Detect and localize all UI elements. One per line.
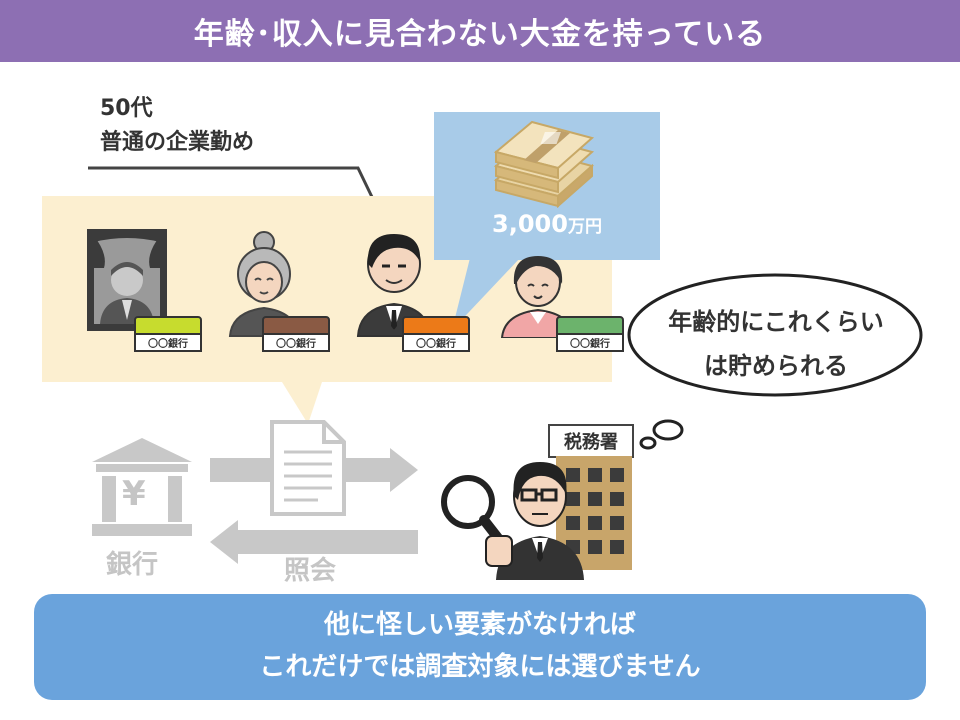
tax-investigator-icon [441,462,584,580]
bank-passbook: 〇〇銀行 [402,316,470,352]
passbook-icon [262,316,330,352]
money-amount-unit: 万円 [567,217,602,237]
passbook-icon [134,316,202,352]
thought-bubble [627,273,923,397]
yen-symbol: ¥ [122,474,146,514]
deceased-portrait-icon [87,229,167,331]
page-title-banner: 年齢･収入に見合わない大金を持っている [0,0,960,62]
bank-label: 銀行 [106,550,159,580]
bank-passbook: 〇〇銀行 [556,316,624,352]
passbook-label: 〇〇銀行 [276,339,316,350]
tax-office-label: 税務署 [548,424,634,458]
conclusion-banner: 他に怪しい要素がなければ これだけでは調査対象には選びません [34,594,926,700]
document-icon [270,420,346,516]
bank-passbook: 〇〇銀行 [134,316,202,352]
bank-passbook: 〇〇銀行 [262,316,330,352]
thought-line-1: 年齢的にこれくらい [668,308,884,336]
page-title: 年齢･収入に見合わない大金を持っている [193,17,767,52]
passbook-icon [556,316,624,352]
inquiry-label: 照会 [284,556,337,586]
bank-building-icon [92,438,192,536]
thought-line-2: は貯められる [704,352,848,380]
conclusion-line-2: これだけでは調査対象には選びません [259,652,701,682]
thought-text: 年齢的にこれくらい は貯められる [630,300,922,388]
arrow-left-icon [210,520,418,564]
passbook-label: 〇〇銀行 [148,339,188,350]
profile-job: 普通の企業勤め [100,130,255,155]
passbook-icon [402,316,470,352]
profile-age: 50代 [100,96,153,121]
money-amount: 3,000万円 [434,210,660,238]
passbook-label: 〇〇銀行 [570,339,610,350]
conclusion-line-1: 他に怪しい要素がなければ [323,610,636,640]
cash-bundle-icon [493,120,595,208]
passbook-label: 〇〇銀行 [416,339,456,350]
person-profile: 50代 普通の企業勤め [100,92,254,160]
money-amount-value: 3,000 [492,210,568,238]
